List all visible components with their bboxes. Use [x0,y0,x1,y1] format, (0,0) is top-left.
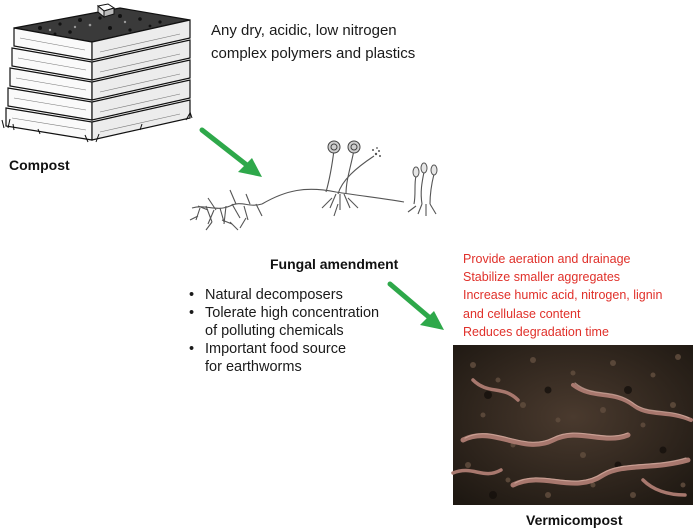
bullet-line: Natural decomposers [205,287,343,303]
bullet-icon: • [189,287,195,303]
benefit-line: and cellulase content [463,306,581,321]
benefit-line: Increase humic acid, nitrogen, lignin [463,288,663,303]
bullet-item: • Natural decomposers [189,286,379,304]
fungus-illustration [189,140,438,231]
bullet-icon: • [189,341,195,357]
bullet-line: Important food source [205,341,347,357]
bullet-icon: • [189,305,195,321]
vermicompost-label: Vermicompost [526,512,623,528]
bullet-line: of polluting chemicals [205,323,344,339]
compost-inputs-text: Any dry, acidic, low nitrogen complex po… [211,19,415,65]
vermicompost-benefits: Provide aeration and drainage Stabilize … [463,250,662,341]
compost-label: Compost [9,157,70,173]
bullet-item: • Tolerate high concentration of polluti… [189,304,379,340]
arrow-compost-to-fungal [199,127,262,177]
bullet-item: • Important food source for earthworms [189,340,379,376]
benefit-line: Reduces degradation time [463,324,609,339]
benefit-line: Stabilize smaller aggregates [463,270,621,285]
inputs-line: complex polymers and plastics [211,45,416,62]
arrow-fungal-to-vermicompost [387,281,444,330]
fungal-bullets: • Natural decomposers • Tolerate high co… [189,286,379,376]
inputs-line: Any dry, acidic, low nitrogen [211,22,397,39]
bullet-line: for earthworms [205,359,302,375]
benefit-line: Provide aeration and drainage [463,252,631,266]
bullet-line: Tolerate high concentration [205,305,380,321]
fungal-amendment-label: Fungal amendment [270,256,399,272]
vermicompost-photo [451,345,693,505]
compost-bin-illustration [1,3,193,143]
